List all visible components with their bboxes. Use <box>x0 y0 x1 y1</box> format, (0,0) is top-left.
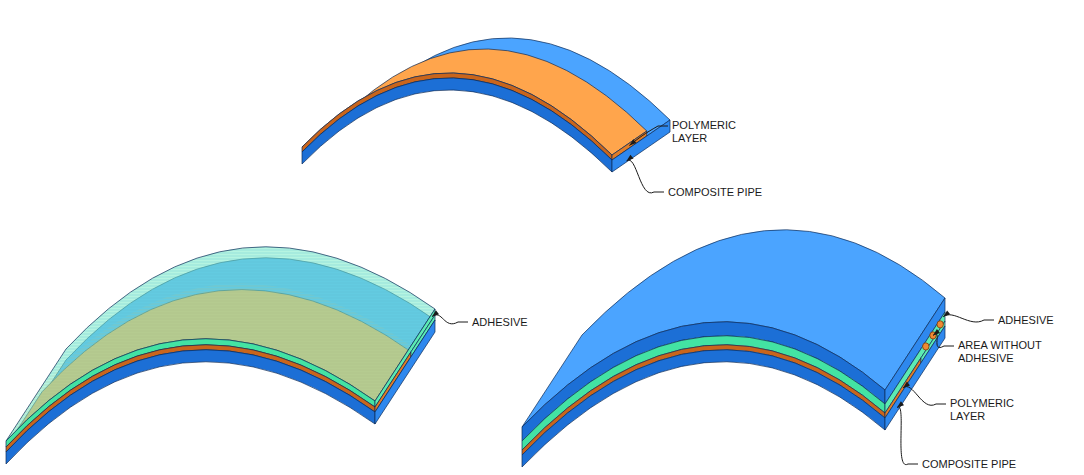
adhesive-side-face <box>375 309 435 407</box>
leader-line <box>943 315 994 322</box>
pipe-front-face <box>302 78 612 172</box>
part-label: ADHESIVE <box>472 316 528 329</box>
part-label: COMPOSITE PIPE <box>922 458 1016 471</box>
part-label: COMPOSITE PIPE <box>668 186 762 199</box>
void-spot <box>937 321 943 328</box>
pipe-side-face <box>885 326 945 430</box>
part-label: POLYMERIC LAYER <box>672 119 750 145</box>
leader-line <box>627 160 665 193</box>
arrow-head <box>629 139 636 145</box>
void-spot <box>923 343 929 350</box>
leader-line <box>629 126 668 146</box>
part-label: ADHESIVE <box>998 314 1054 327</box>
adhesive-side-face <box>885 312 945 413</box>
pipe-top-surface <box>302 38 670 160</box>
part-label: POLYMERIC LAYER <box>950 397 1028 423</box>
leader-line <box>897 407 918 465</box>
arrow-head <box>903 382 910 388</box>
part-label: AREA WITHOUT ADHESIVE <box>958 339 1048 365</box>
pipe-front-face <box>522 350 885 467</box>
leader-line <box>432 315 468 324</box>
leader-line <box>903 387 946 406</box>
leader-line <box>933 334 954 348</box>
pipe-side-face <box>375 320 435 424</box>
pipe-front-face <box>6 350 375 464</box>
arrow-head <box>897 401 904 407</box>
polymeric-side-face <box>375 352 411 412</box>
polymeric-side-face <box>885 358 921 418</box>
arrow-head <box>432 310 439 316</box>
arrow-head <box>627 155 634 161</box>
pipe-side-face <box>612 120 670 172</box>
arrow-head <box>943 310 950 316</box>
arrow-head <box>933 329 940 335</box>
